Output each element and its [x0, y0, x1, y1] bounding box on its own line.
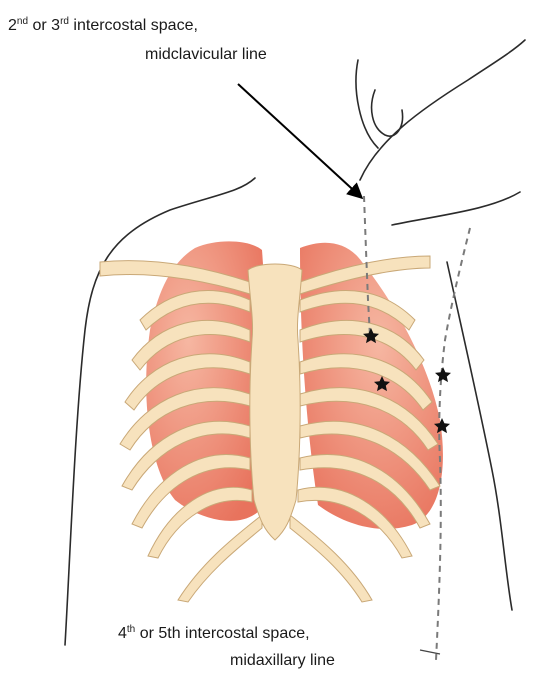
- neck-outline: [360, 40, 525, 180]
- label-tick: [420, 650, 440, 654]
- chin-outline: [372, 90, 403, 136]
- right-shoulder-outline: [392, 192, 520, 225]
- right-side-outline: [447, 262, 512, 610]
- star-marker-axillary-upper: [435, 367, 451, 382]
- pointer-arrow: [238, 84, 362, 198]
- sternum: [248, 264, 302, 540]
- jaw-outline: [356, 60, 378, 148]
- left-costal-margin: [178, 515, 262, 602]
- right-costal-margin: [290, 515, 372, 602]
